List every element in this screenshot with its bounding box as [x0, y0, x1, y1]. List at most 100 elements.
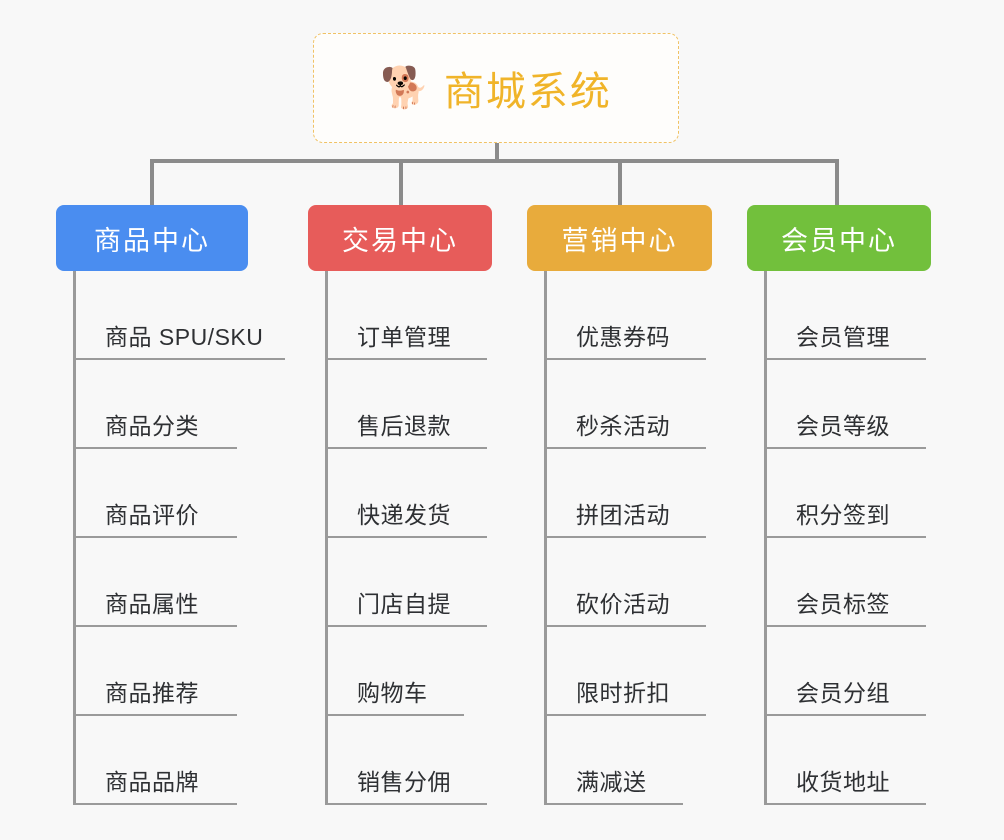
- category-header-marketing-center[interactable]: 营销中心: [527, 205, 712, 271]
- leaf-item[interactable]: 秒杀活动: [544, 360, 712, 449]
- leaf-label: 商品分类: [105, 413, 199, 439]
- leaf-item[interactable]: 会员管理: [764, 271, 931, 360]
- branch-items-product-center: 商品 SPU/SKU 商品分类 商品评价 商品属性 商品推荐 商品品牌: [73, 271, 285, 805]
- leaf-item[interactable]: 会员标签: [764, 538, 931, 627]
- drop-connector-marketing: [618, 159, 622, 207]
- leaf-underline: [764, 714, 926, 716]
- leaf-underline: [544, 803, 683, 805]
- root-title: 商城系统: [443, 70, 612, 114]
- leaf-item[interactable]: 销售分佣: [325, 716, 492, 805]
- category-label: 交易中心: [342, 225, 458, 256]
- branch-items-member-center: 会员管理 会员等级 积分签到 会员标签 会员分组 收货地址: [764, 271, 931, 805]
- leaf-underline: [325, 536, 487, 538]
- branch-trunk-line: [73, 271, 76, 805]
- leaf-item[interactable]: 限时折扣: [544, 627, 712, 716]
- leaf-label: 商品 SPU/SKU: [105, 324, 264, 350]
- leaf-label: 会员管理: [796, 324, 890, 350]
- leaf-underline: [325, 625, 487, 627]
- drop-connector-product: [150, 159, 154, 207]
- category-label: 商品中心: [94, 225, 210, 256]
- leaf-underline: [764, 447, 926, 449]
- leaf-label: 商品推荐: [105, 680, 199, 706]
- leaf-label: 优惠券码: [576, 324, 670, 350]
- leaf-underline: [73, 358, 285, 360]
- leaf-label: 销售分佣: [357, 769, 451, 795]
- leaf-underline: [764, 536, 926, 538]
- leaf-underline: [73, 714, 237, 716]
- leaf-underline: [764, 803, 926, 805]
- leaf-underline: [73, 625, 237, 627]
- leaf-underline: [544, 536, 706, 538]
- leaf-underline: [325, 358, 487, 360]
- leaf-underline: [325, 447, 487, 449]
- leaf-label: 会员等级: [796, 413, 890, 439]
- leaf-item[interactable]: 购物车: [325, 627, 492, 716]
- branch-trunk-line: [544, 271, 547, 805]
- leaf-underline: [544, 447, 706, 449]
- leaf-item[interactable]: 积分签到: [764, 449, 931, 538]
- branch-items-trade-center: 订单管理 售后退款 快递发货 门店自提 购物车 销售分佣: [325, 271, 492, 805]
- leaf-label: 售后退款: [357, 413, 451, 439]
- leaf-item[interactable]: 商品推荐: [73, 627, 263, 716]
- leaf-underline: [73, 803, 237, 805]
- leaf-label: 会员标签: [796, 591, 890, 617]
- leaf-label: 快递发货: [357, 502, 451, 528]
- leaf-item[interactable]: 商品品牌: [73, 716, 263, 805]
- leaf-underline: [73, 536, 237, 538]
- branch-trunk-line: [325, 271, 328, 805]
- leaf-label: 商品品牌: [105, 769, 199, 795]
- dog-face-icon: 🐕: [380, 65, 430, 111]
- leaf-label: 砍价活动: [576, 591, 670, 617]
- branch-column-product-center: 商品中心 商品 SPU/SKU 商品分类 商品评价 商品属性 商品推荐: [56, 205, 285, 805]
- leaf-underline: [325, 714, 464, 716]
- leaf-item[interactable]: 拼团活动: [544, 449, 712, 538]
- leaf-label: 购物车: [357, 680, 428, 706]
- leaf-label: 会员分组: [796, 680, 890, 706]
- leaf-item[interactable]: 优惠券码: [544, 271, 712, 360]
- leaf-item[interactable]: 门店自提: [325, 538, 492, 627]
- leaf-underline: [544, 714, 706, 716]
- category-header-product-center[interactable]: 商品中心: [56, 205, 248, 271]
- leaf-item[interactable]: 商品分类: [73, 360, 263, 449]
- leaf-item[interactable]: 订单管理: [325, 271, 492, 360]
- branch-column-member-center: 会员中心 会员管理 会员等级 积分签到 会员标签 会员分组: [747, 205, 931, 805]
- leaf-item[interactable]: 会员分组: [764, 627, 931, 716]
- category-header-trade-center[interactable]: 交易中心: [308, 205, 492, 271]
- leaf-item[interactable]: 满减送: [544, 716, 712, 805]
- leaf-underline: [544, 625, 706, 627]
- leaf-label: 订单管理: [357, 324, 451, 350]
- leaf-item[interactable]: 售后退款: [325, 360, 492, 449]
- leaf-item[interactable]: 收货地址: [764, 716, 931, 805]
- leaf-label: 收货地址: [796, 769, 890, 795]
- leaf-label: 门店自提: [357, 591, 451, 617]
- leaf-underline: [764, 625, 926, 627]
- branch-column-marketing-center: 营销中心 优惠券码 秒杀活动 拼团活动 砍价活动 限时折扣: [527, 205, 712, 805]
- leaf-item[interactable]: 商品属性: [73, 538, 263, 627]
- leaf-item[interactable]: 商品评价: [73, 449, 263, 538]
- leaf-label: 拼团活动: [576, 502, 670, 528]
- leaf-underline: [73, 447, 237, 449]
- category-header-member-center[interactable]: 会员中心: [747, 205, 931, 271]
- root-stem-connector: [495, 143, 499, 162]
- leaf-label: 限时折扣: [576, 680, 670, 706]
- leaf-label: 商品属性: [105, 591, 199, 617]
- root-node[interactable]: 🐕 商城系统: [313, 33, 679, 143]
- leaf-underline: [764, 358, 926, 360]
- leaf-item[interactable]: 会员等级: [764, 360, 931, 449]
- leaf-label: 秒杀活动: [576, 413, 670, 439]
- drop-connector-member: [835, 159, 839, 207]
- leaf-item[interactable]: 快递发货: [325, 449, 492, 538]
- leaf-underline: [544, 358, 706, 360]
- leaf-label: 积分签到: [796, 502, 890, 528]
- drop-connector-trade: [399, 159, 403, 207]
- horizontal-bus-connector: [150, 159, 839, 163]
- leaf-item[interactable]: 商品 SPU/SKU: [73, 271, 285, 360]
- leaf-underline: [325, 803, 487, 805]
- category-label: 会员中心: [781, 225, 897, 256]
- leaf-item[interactable]: 砍价活动: [544, 538, 712, 627]
- branch-trunk-line: [764, 271, 767, 805]
- category-label: 营销中心: [561, 225, 678, 256]
- leaf-label: 商品评价: [105, 502, 199, 528]
- leaf-label: 满减送: [576, 769, 647, 795]
